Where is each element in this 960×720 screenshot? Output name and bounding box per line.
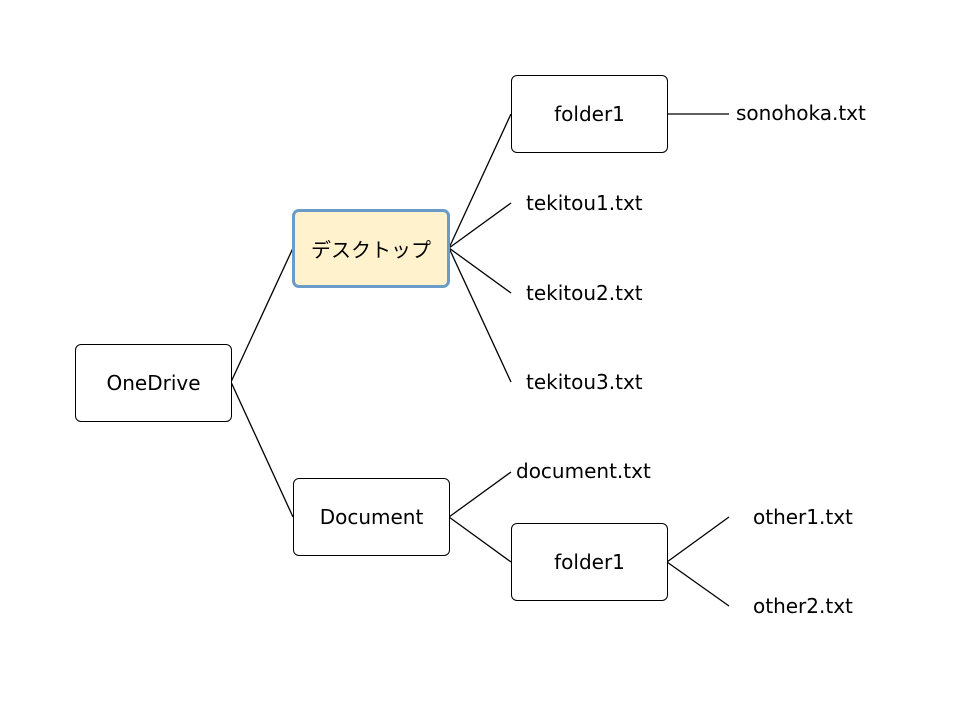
node-document[interactable]: Document	[293, 478, 450, 556]
node-document-folder1-label: folder1	[554, 550, 625, 574]
edge-desktop-folder1	[448, 113, 512, 249]
edge-onedrive-document	[230, 381, 294, 518]
edge-folder1-other1	[666, 516, 730, 563]
node-document-folder1[interactable]: folder1	[511, 523, 668, 601]
file-sonohoka[interactable]: sonohoka.txt	[736, 101, 866, 125]
file-document-txt[interactable]: document.txt	[516, 459, 651, 483]
file-other2[interactable]: other2.txt	[753, 594, 853, 618]
edge-desktop-tekitou2	[448, 247, 512, 294]
edge-document-documenttxt	[448, 471, 512, 518]
edge-desktop-tekitou1	[448, 202, 512, 249]
node-desktop[interactable]: デスクトップ	[292, 209, 450, 288]
edge-onedrive-desktop	[230, 247, 294, 383]
edge-folder1-other2	[666, 561, 730, 607]
edge-desktop-tekitou3	[448, 247, 512, 383]
node-onedrive[interactable]: OneDrive	[75, 344, 232, 422]
file-tekitou1[interactable]: tekitou1.txt	[526, 191, 643, 215]
node-document-label: Document	[319, 505, 424, 529]
node-desktop-label: デスクトップ	[311, 238, 431, 262]
node-desktop-folder1[interactable]: folder1	[511, 75, 668, 153]
node-desktop-folder1-label: folder1	[554, 102, 625, 126]
file-other1[interactable]: other1.txt	[753, 505, 853, 529]
edge-document-folder1	[448, 516, 512, 563]
file-tekitou3[interactable]: tekitou3.txt	[526, 370, 643, 394]
file-tekitou2[interactable]: tekitou2.txt	[526, 281, 643, 305]
node-onedrive-label: OneDrive	[106, 371, 201, 395]
